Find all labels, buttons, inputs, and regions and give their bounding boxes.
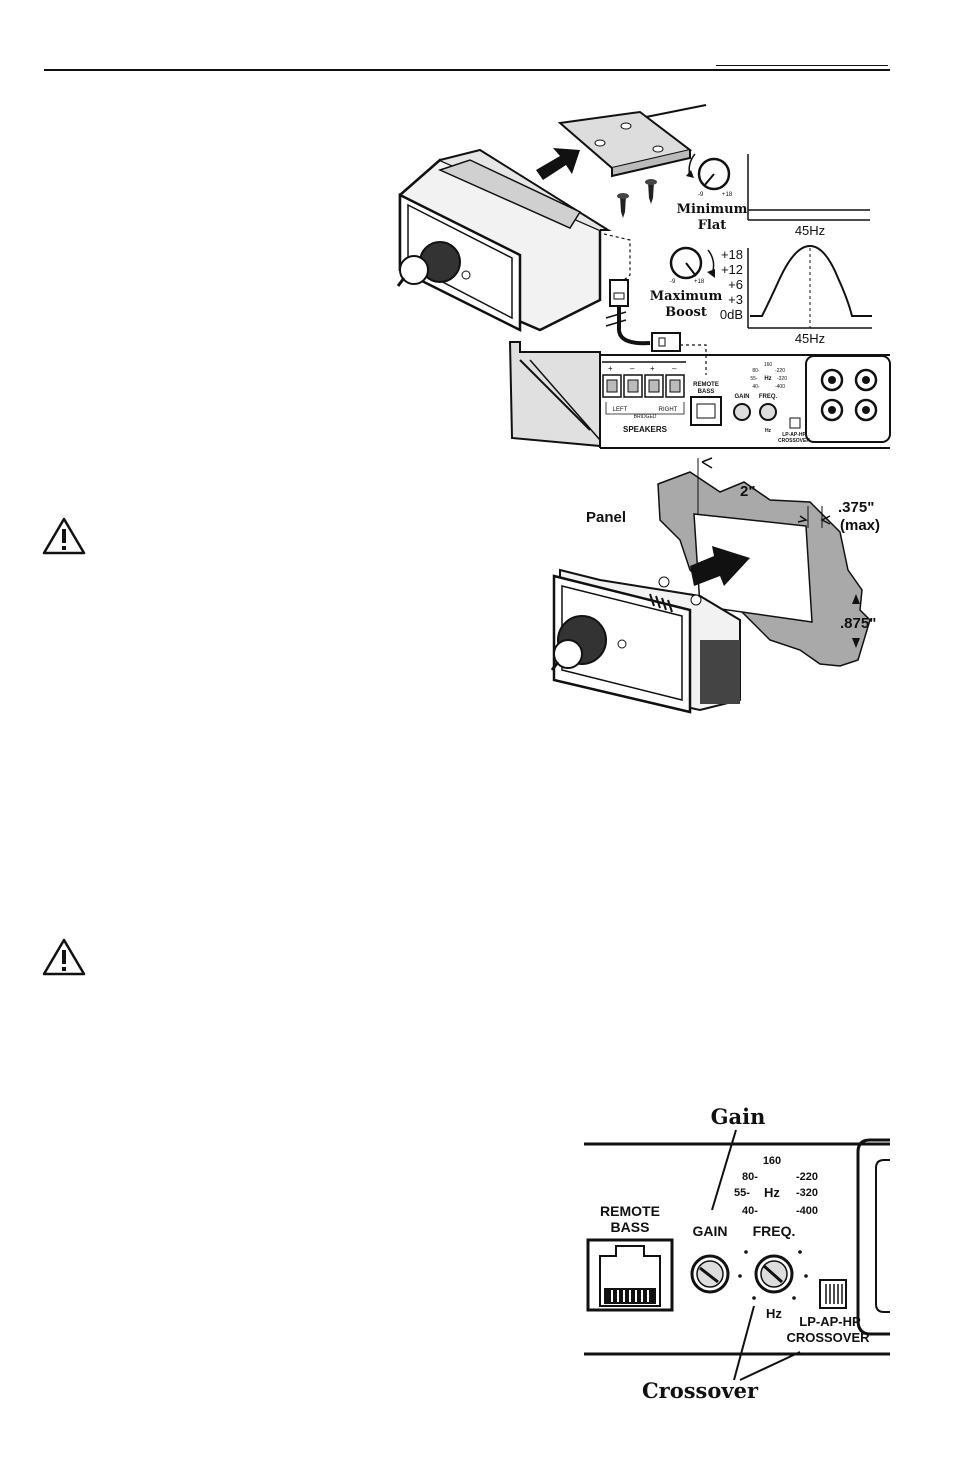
remote-unit-angled xyxy=(550,568,741,714)
knob-min-tick-2: -9 xyxy=(670,279,676,285)
svg-text:–: – xyxy=(630,364,635,373)
svg-text:–: – xyxy=(672,364,677,373)
amp-gain: GAIN xyxy=(735,394,750,400)
header-rule-accent xyxy=(716,65,888,66)
db-tick-6: +6 xyxy=(728,277,743,292)
crossover-label-2: CROSSOVER xyxy=(786,1330,870,1345)
tick-220: -220 xyxy=(796,1171,818,1183)
db-tick-12: +12 xyxy=(721,262,743,277)
tick-40: 40- xyxy=(742,1205,758,1217)
remote-cable xyxy=(605,279,681,352)
eq-flat-graph xyxy=(747,154,870,221)
db-tick-3: +3 xyxy=(728,292,743,307)
knob-max-tick: +18 xyxy=(722,192,733,198)
svg-text:-400: -400 xyxy=(775,384,785,390)
freq-knob-icon xyxy=(738,1250,808,1300)
gain-label: GAIN xyxy=(693,1223,728,1239)
svg-text:Hz: Hz xyxy=(765,428,772,434)
remote-bass-jack xyxy=(586,1238,674,1312)
eq-min-label-1: Minimum xyxy=(677,202,748,217)
knob-max-tick-2: +18 xyxy=(694,279,705,285)
freq-label: FREQ. xyxy=(753,1223,796,1239)
amp-remote-1: REMOTE xyxy=(693,382,719,388)
eq-freq-label-bottom: 45Hz xyxy=(795,331,825,346)
remote-label-1: REMOTE xyxy=(600,1203,660,1219)
amp-gain-knob-icon xyxy=(733,403,751,421)
tick-80: 80- xyxy=(742,1171,758,1183)
screw-icon xyxy=(617,193,629,218)
tick-55: 55- xyxy=(734,1187,750,1199)
panel-mount-figure: Panel 2" .375" (max) .875" xyxy=(550,457,880,714)
dim-width: 2" xyxy=(740,483,755,500)
svg-text:Hz: Hz xyxy=(764,376,771,382)
svg-text:40-: 40- xyxy=(752,384,760,390)
dim-depth: .875" xyxy=(840,615,876,632)
amp-crossover-switch xyxy=(789,417,801,429)
screw-icon xyxy=(645,179,657,204)
panel-label: Panel xyxy=(586,509,626,526)
mounting-bracket xyxy=(557,110,693,178)
controls-detail-figure: Gain Crossover REMOTE BASS GAIN FREQ. 16… xyxy=(584,1104,890,1403)
eq-min-knob-icon xyxy=(686,153,731,191)
amp-speakers: SPEAKERS xyxy=(623,425,668,434)
amp-crossover-2: CROSSOVER xyxy=(778,438,810,444)
warning-icon xyxy=(42,938,86,976)
svg-text:-320: -320 xyxy=(777,376,787,382)
remote-install-figure: -9 +18 Minimum Flat 45Hz -9 +18 Maximum … xyxy=(396,104,891,449)
hz-top: Hz xyxy=(764,1185,780,1200)
amp-freq-knob-icon xyxy=(759,403,777,421)
remote-unit xyxy=(396,148,612,333)
warning-icon xyxy=(42,517,86,555)
svg-text:+: + xyxy=(608,364,613,373)
eq-min-label-2: Flat xyxy=(698,218,727,233)
eq-max-knob-icon xyxy=(669,246,715,280)
dim-thickness: .375" xyxy=(838,499,874,516)
crossover-title: Crossover xyxy=(642,1378,759,1403)
gain-title: Gain xyxy=(711,1104,766,1129)
svg-text:-220: -220 xyxy=(775,368,785,374)
header-rule xyxy=(44,69,890,71)
amp-crossover-1: LP-AP-HP xyxy=(782,432,806,438)
amp-left: LEFT xyxy=(613,407,628,413)
tick-320: -320 xyxy=(796,1187,818,1199)
svg-text:160: 160 xyxy=(764,362,773,368)
amp-remote-2: BASS xyxy=(698,389,715,395)
insert-arrow-icon xyxy=(536,148,580,180)
amp-right: RIGHT xyxy=(659,407,678,413)
eq-boost-graph xyxy=(747,244,872,329)
eq-max-label-2: Boost xyxy=(665,305,707,320)
svg-text:80-: 80- xyxy=(752,368,760,374)
remote-label-2: BASS xyxy=(611,1219,650,1235)
hz-bottom: Hz xyxy=(766,1306,782,1321)
insert-arrow-icon xyxy=(690,546,750,586)
amp-bridged: BRIDGED xyxy=(634,414,657,420)
dim-thickness-note: (max) xyxy=(840,517,880,534)
eq-max-label-1: Maximum xyxy=(650,289,723,304)
gain-knob-icon xyxy=(690,1254,730,1294)
tick-160: 160 xyxy=(763,1155,781,1167)
svg-text:+: + xyxy=(650,364,655,373)
crossover-switch xyxy=(819,1279,847,1309)
amp-freq: FREQ. xyxy=(759,394,778,400)
tick-400: -400 xyxy=(796,1205,818,1217)
eq-freq-label-top: 45Hz xyxy=(795,223,825,238)
db-tick-18: +18 xyxy=(721,247,743,262)
svg-text:55-: 55- xyxy=(750,376,758,382)
crossover-label-1: LP-AP-HP xyxy=(799,1314,861,1329)
db-tick-0: 0dB xyxy=(720,307,743,322)
amplifier-end-panel: + – + – xyxy=(508,341,891,449)
knob-min-tick: -9 xyxy=(698,192,704,198)
